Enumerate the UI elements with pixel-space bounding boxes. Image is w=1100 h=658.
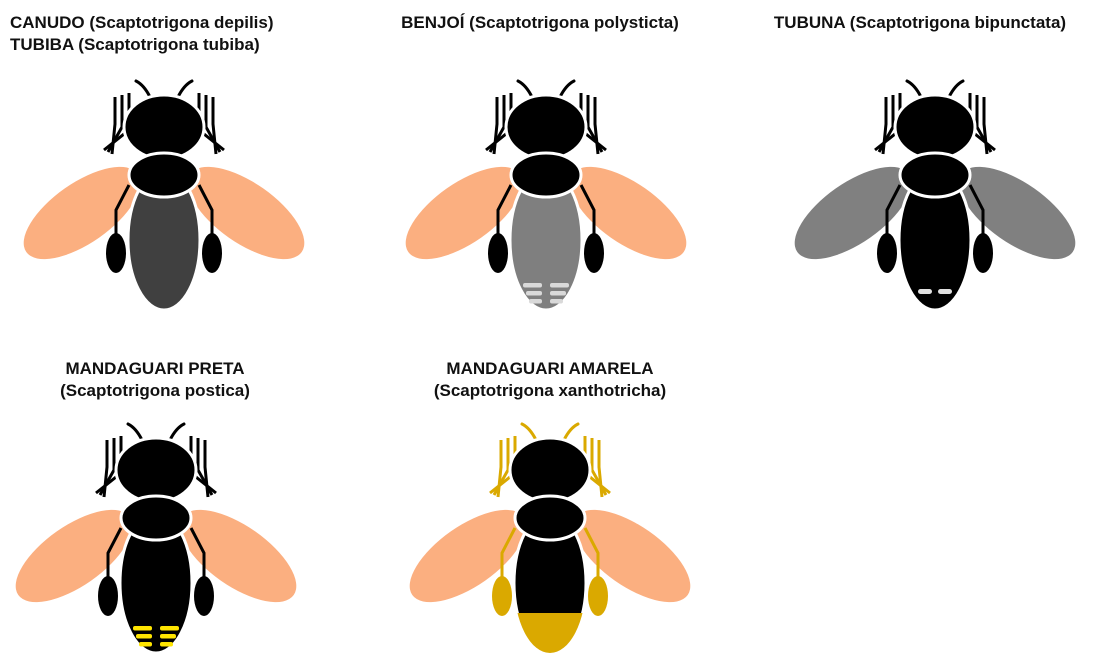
abdomen-mark (139, 642, 152, 647)
antenna (178, 81, 192, 97)
abdomen-mark (550, 283, 569, 288)
head (124, 95, 204, 159)
bee-second-name: (Scaptotrigona xanthotricha) (380, 380, 720, 402)
abdomen-mark (529, 299, 542, 304)
bee-card-mandaguari-preta: MANDAGUARI PRETA (Scaptotrigona postica) (0, 340, 360, 651)
antenna (949, 81, 963, 97)
bee-caption: MANDAGUARI PRETA (Scaptotrigona postica) (0, 358, 310, 402)
front-leg (205, 440, 208, 497)
bee-caption: CANUDO (Scaptotrigona depilis) TUBIBA (S… (10, 12, 340, 56)
pollen-basket (588, 576, 608, 616)
pollen-basket (584, 233, 604, 273)
bee-common-name: TUBUNA (Scaptotrigona bipunctata) (745, 12, 1095, 34)
bee-common-name: CANUDO (Scaptotrigona depilis) (10, 12, 340, 34)
thorax (511, 153, 581, 197)
bee-card-benjoi: BENJOÍ (Scaptotrigona polysticta) (370, 0, 730, 325)
thorax (129, 153, 199, 197)
head (895, 95, 975, 159)
antenna (518, 81, 532, 97)
abdomen-mark (133, 626, 152, 631)
pollen-basket (973, 233, 993, 273)
abdomen-mark (160, 642, 173, 647)
pollen-basket (98, 576, 118, 616)
antenna (907, 81, 921, 97)
front-leg (984, 97, 987, 154)
abdomen-mark (526, 291, 542, 296)
antenna (564, 424, 578, 440)
thorax (121, 496, 191, 540)
abdomen-mark (136, 634, 152, 639)
head (506, 95, 586, 159)
front-leg (213, 97, 216, 154)
front-leg (112, 97, 115, 154)
front-leg (599, 440, 602, 497)
head (116, 438, 196, 502)
bee-illustration (14, 75, 314, 315)
thorax (900, 153, 970, 197)
abdomen-mark (523, 283, 542, 288)
abdomen-mark (550, 291, 566, 296)
pollen-basket (492, 576, 512, 616)
bee-illustration (6, 418, 306, 658)
abdomen-mark (550, 299, 563, 304)
bee-common-name: BENJOÍ (Scaptotrigona polysticta) (370, 12, 710, 34)
antenna (170, 424, 184, 440)
antenna (136, 81, 150, 97)
bee-common-name: MANDAGUARI AMARELA (380, 358, 720, 380)
abdomen-mark (160, 634, 176, 639)
antenna (522, 424, 536, 440)
antenna (128, 424, 142, 440)
bee-common-name: MANDAGUARI PRETA (0, 358, 310, 380)
head (510, 438, 590, 502)
abdomen-mark (938, 289, 952, 294)
pollen-basket (488, 233, 508, 273)
bee-illustration (396, 75, 696, 315)
bee-illustration (785, 75, 1085, 315)
bee-card-canudo: CANUDO (Scaptotrigona depilis) TUBIBA (S… (0, 0, 360, 325)
front-leg (883, 97, 886, 154)
bee-card-mandaguari-amarela: MANDAGUARI AMARELA (Scaptotrigona xantho… (380, 340, 740, 651)
bee-caption: MANDAGUARI AMARELA (Scaptotrigona xantho… (380, 358, 720, 402)
abdomen-mark (160, 626, 179, 631)
pollen-basket (194, 576, 214, 616)
bee-caption: TUBUNA (Scaptotrigona bipunctata) (745, 12, 1095, 34)
bee-second-name: TUBIBA (Scaptotrigona tubiba) (10, 34, 340, 56)
abdomen-tip (510, 613, 590, 658)
pollen-basket (202, 233, 222, 273)
pollen-basket (877, 233, 897, 273)
abdomen-mark (918, 289, 932, 294)
thorax (515, 496, 585, 540)
front-leg (595, 97, 598, 154)
front-leg (498, 440, 501, 497)
front-leg (494, 97, 497, 154)
bee-illustration (400, 418, 700, 658)
pollen-basket (106, 233, 126, 273)
bee-second-name: (Scaptotrigona postica) (0, 380, 310, 402)
antenna (560, 81, 574, 97)
bee-caption: BENJOÍ (Scaptotrigona polysticta) (370, 12, 710, 34)
bee-card-tubuna: TUBUNA (Scaptotrigona bipunctata) (745, 0, 1100, 325)
front-leg (104, 440, 107, 497)
